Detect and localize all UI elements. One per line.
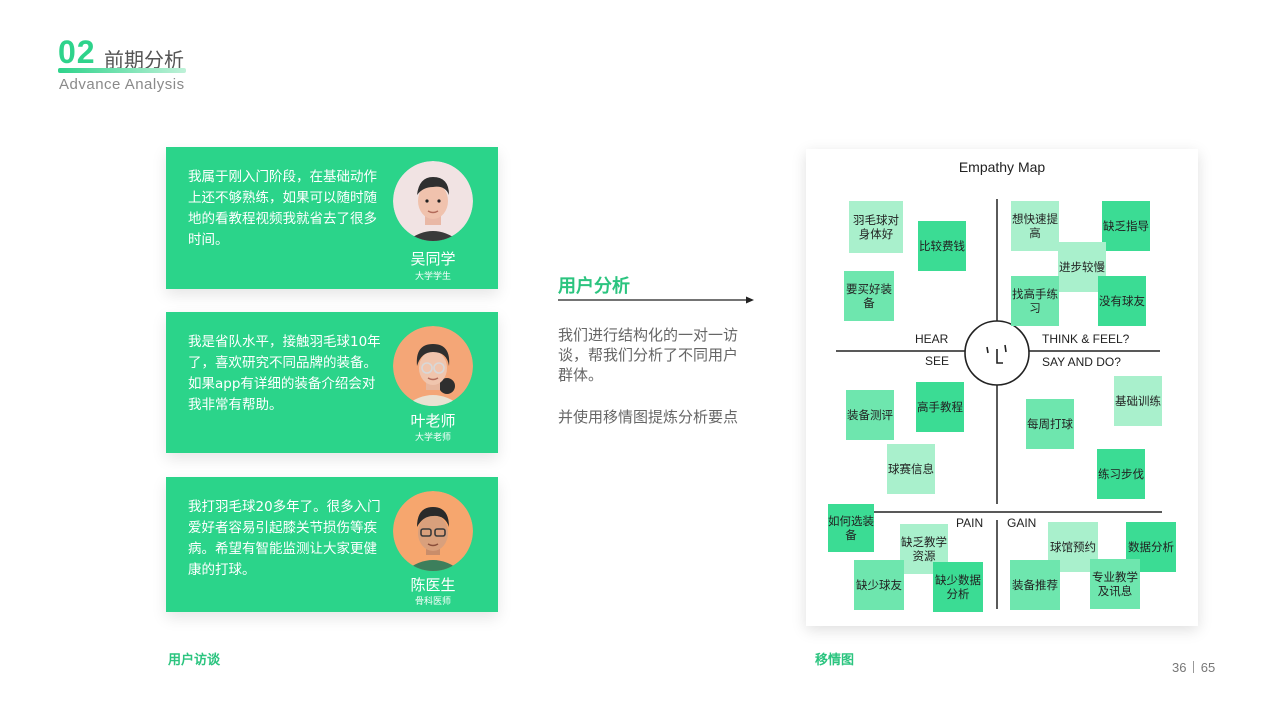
persona-role: 骨科医师 (414, 597, 451, 607)
sticky-note: 想快速提高 (1011, 201, 1059, 251)
persona-role: 大学学生 (414, 272, 451, 282)
sticky-note: 比较费钱 (918, 221, 966, 271)
sticky-note: 球馆预约 (1048, 522, 1098, 572)
label-say-do: SAY AND DO? (1042, 355, 1121, 369)
sticky-note: 球赛信息 (887, 444, 935, 494)
doctor-avatar-icon (393, 491, 473, 571)
persona-card-doctor: 我打羽毛球20多年了。很多入门爱好者容易引起膝关节损伤等疾病。希望有智能监测让大… (166, 477, 498, 612)
section-number: 02 (58, 34, 96, 70)
sticky-note: 练习步伐 (1097, 449, 1145, 499)
arrow-right-icon (558, 296, 754, 304)
persona-name: 吴同学 (410, 250, 456, 268)
persona-card-student: 我属于刚入门阶段，在基础动作上还不够熟练，如果可以随时随地的看教程视频我就省去了… (166, 147, 498, 289)
persona-quote: 我是省队水平，接触羽毛球10年了，喜欢研究不同品牌的装备。如果app有详细的装备… (188, 334, 381, 413)
avatar-teacher (393, 326, 473, 406)
page-indicator: 36 65 (1172, 660, 1215, 675)
persona-quote: 我属于刚入门阶段，在基础动作上还不够熟练，如果可以随时随地的看教程视频我就省去了… (188, 169, 377, 248)
sticky-note: 缺少数据分析 (933, 562, 983, 612)
analysis-paragraph: 并使用移情图提炼分析要点 (558, 408, 739, 426)
avatar-doctor (393, 491, 473, 571)
persona-name: 陈医生 (410, 576, 456, 594)
student-avatar-icon (393, 161, 473, 241)
section-subtitle: Advance Analysis (59, 76, 185, 93)
sticky-note: 装备测评 (846, 390, 894, 440)
section-title-underline (58, 68, 186, 73)
sticky-note: 羽毛球对身体好 (849, 201, 903, 253)
persona-role: 大学老师 (414, 433, 451, 443)
caption-user-interviews: 用户访谈 (168, 653, 221, 668)
face-icon (964, 320, 1030, 386)
sticky-note: 每周打球 (1026, 399, 1074, 449)
label-see: SEE (925, 354, 950, 368)
sticky-note: 找高手练习 (1011, 276, 1059, 326)
page-current: 36 (1172, 660, 1187, 675)
sticky-note: 没有球友 (1098, 276, 1146, 326)
sticky-note: 如何选装备 (828, 504, 874, 552)
persona-quote: 我打羽毛球20多年了。很多入门爱好者容易引起膝关节损伤等疾病。希望有智能监测让大… (188, 499, 381, 578)
avatar-student (393, 161, 473, 241)
label-think-feel: THINK & FEEL? (1042, 332, 1130, 346)
sticky-note: 专业教学及讯息 (1090, 559, 1140, 609)
label-gain: GAIN (1007, 516, 1037, 530)
sticky-note: 装备推荐 (1010, 560, 1060, 610)
persona-card-teacher: 我是省队水平，接触羽毛球10年了，喜欢研究不同品牌的装备。如果app有详细的装备… (166, 312, 498, 453)
teacher-avatar-icon (393, 326, 473, 406)
analysis-paragraph: 我们进行结构化的一对一访谈，帮我们分析了不同用户群体。 (558, 326, 739, 384)
page-divider (1193, 661, 1195, 673)
persona-name: 叶老师 (410, 412, 456, 430)
label-pain: PAIN (956, 516, 984, 530)
caption-empathy-map: 移情图 (815, 653, 855, 668)
sticky-note: 高手教程 (916, 382, 964, 432)
sticky-note: 要买好装备 (844, 271, 894, 321)
empathy-map-title: Empathy Map (958, 159, 1046, 175)
label-hear: HEAR (915, 332, 949, 346)
sticky-note: 缺少球友 (854, 560, 904, 610)
analysis-title: 用户分析 (558, 276, 630, 297)
page-total: 65 (1200, 660, 1216, 675)
sticky-note: 基础训练 (1114, 376, 1162, 426)
empathy-map: Empathy Map HEAR SEE THINK & FEEL? SAY A… (806, 149, 1198, 626)
empathy-map-axes (828, 199, 1162, 609)
sticky-note: 缺乏指导 (1102, 201, 1150, 251)
